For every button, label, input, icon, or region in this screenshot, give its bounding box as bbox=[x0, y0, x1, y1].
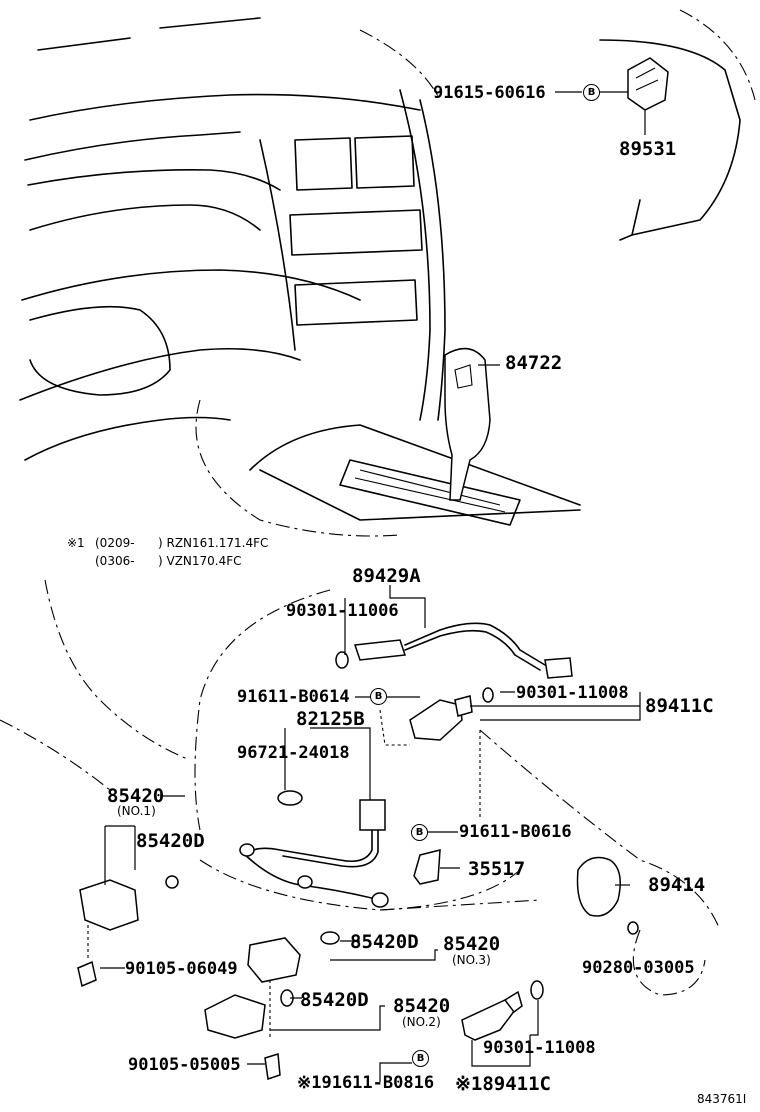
note-line2-models: ) VZN170.4FC bbox=[158, 554, 242, 568]
note-line2-code: (0306- bbox=[95, 554, 135, 568]
label-no2: (NO.2) bbox=[402, 1015, 441, 1029]
label-91611-b0616: 91611-B0616 bbox=[459, 822, 572, 842]
label-90301-11008: 90301-11008 bbox=[516, 683, 629, 703]
vsv-no2 bbox=[204, 989, 294, 1080]
label-85420d-b: 85420D bbox=[350, 931, 419, 953]
leader-lines bbox=[100, 91, 646, 1082]
note-line1-code: (0209- bbox=[95, 536, 135, 550]
label-90105-05005: 90105-05005 bbox=[128, 1055, 241, 1075]
label-89411c: 89411C bbox=[645, 695, 714, 717]
label-90301-11008-b: 90301-11008 bbox=[483, 1038, 596, 1058]
bracket bbox=[413, 849, 441, 885]
vsv-no3 bbox=[247, 931, 340, 983]
bolt-marker-b: B bbox=[370, 688, 387, 705]
dashboard-sketch bbox=[19, 9, 756, 537]
label-no3: (NO.3) bbox=[452, 953, 491, 967]
label-96721-24018: 96721-24018 bbox=[237, 743, 350, 763]
label-90301-11006: 90301-11006 bbox=[286, 601, 399, 621]
vsv-no1 bbox=[77, 875, 179, 988]
label-84722: 84722 bbox=[505, 352, 563, 374]
label-no1: (NO.1) bbox=[117, 804, 156, 818]
label-35517: 35517 bbox=[468, 858, 526, 880]
note-line1-models: ) RZN161.171.4FC bbox=[158, 536, 269, 550]
diagram-id: 843761I bbox=[697, 1092, 747, 1106]
label-82125b: 82125B bbox=[296, 708, 365, 730]
speed-sensor bbox=[576, 856, 639, 935]
label-89429a: 89429A bbox=[352, 565, 421, 587]
label-85420d-c: 85420D bbox=[300, 989, 369, 1011]
bolt-marker-b: B bbox=[412, 1050, 429, 1067]
shift-knob bbox=[444, 347, 491, 501]
bolt-marker-b: B bbox=[583, 84, 600, 101]
oxygen-sensor bbox=[335, 622, 573, 679]
label-89411c-b: ※189411C bbox=[455, 1073, 551, 1095]
label-91615-60616: 91615-60616 bbox=[433, 83, 546, 103]
lower-section bbox=[0, 579, 721, 1040]
relay bbox=[627, 57, 669, 111]
label-90280-03005: 90280-03005 bbox=[582, 958, 695, 978]
label-85420-no2: 85420 bbox=[393, 995, 451, 1017]
label-91611-b0816: ※191611-B0816 bbox=[297, 1073, 435, 1093]
label-91611-b0614: 91611-B0614 bbox=[237, 687, 350, 707]
crank-position-sensor bbox=[409, 687, 494, 741]
knock-sensor bbox=[239, 790, 389, 908]
label-85420-no3: 85420 bbox=[443, 933, 501, 955]
label-85420d-a: 85420D bbox=[136, 830, 205, 852]
label-85420-no1: 85420 bbox=[107, 785, 165, 807]
bolt-marker-b: B bbox=[411, 824, 428, 841]
label-89414: 89414 bbox=[648, 874, 706, 896]
cam-position-sensor bbox=[461, 980, 544, 1041]
label-90105-06049: 90105-06049 bbox=[125, 959, 238, 979]
note-marker: ※1 bbox=[67, 536, 85, 550]
label-89531: 89531 bbox=[619, 138, 677, 160]
